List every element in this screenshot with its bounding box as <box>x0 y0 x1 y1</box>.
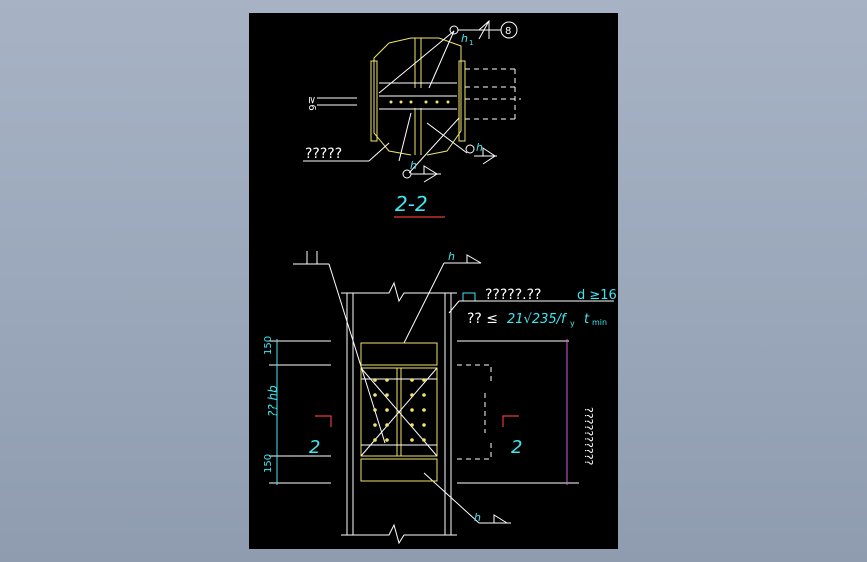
cad-drawing: 8 h 1 h h ≥6 ????? 2-2 <box>263 19 617 545</box>
note-left-text: ????? <box>305 146 342 162</box>
beam-dash-bottom <box>457 441 492 460</box>
top-plate-outline <box>388 37 462 66</box>
leader-diag-2 <box>403 262 445 344</box>
top-detail: 8 h 1 h h ≥6 ????? 2-2 <box>303 19 521 218</box>
right-vertical-text: ?????????? <box>582 407 595 466</box>
weld-diag-top <box>478 20 490 40</box>
note-left-leader <box>368 142 390 162</box>
weld-h1-top-sub: 1 <box>469 39 473 47</box>
weld-h1-elev-top: h <box>448 250 455 263</box>
weld-h1-top: h <box>461 32 468 45</box>
bolt-plate-diag-2 <box>360 367 438 457</box>
thickness-prefix: ?? ≤ <box>467 311 498 327</box>
dim-6-label: ≥6 <box>306 96 317 111</box>
weld-flag-elev-top <box>466 254 482 264</box>
weld-hf-elev-bottom: h <box>474 511 481 524</box>
weld-h1-right: h <box>476 141 483 154</box>
leader-diag-1 <box>328 263 386 444</box>
leader-1 <box>378 30 455 94</box>
weld-flag-right <box>482 147 496 165</box>
leader-3 <box>426 122 468 154</box>
dim-150-bottom: 150 <box>263 454 274 473</box>
weld-h1-bottom: h <box>410 159 417 172</box>
bolt-holes <box>373 378 426 442</box>
beam-dash-top <box>457 364 492 383</box>
weld-flag-elev-bottom <box>493 514 508 524</box>
leader-5 <box>408 117 460 174</box>
thickness-t: t <box>584 312 590 327</box>
circle-8-label: 8 <box>505 26 511 37</box>
right-plate-outline <box>426 66 462 156</box>
circle-8-marker <box>500 21 518 39</box>
thickness-formula-sub: y <box>570 319 575 328</box>
leader-2 <box>428 30 455 89</box>
section-title: 2-2 <box>395 192 428 216</box>
right-stiffener <box>458 60 466 142</box>
section-marker-right: 2 <box>511 437 522 458</box>
section-marker-left: 2 <box>309 437 320 458</box>
bolt-dots-top <box>389 100 450 104</box>
dim-150-top: 150 <box>263 336 274 355</box>
bottom-stiffener-plate <box>360 458 438 482</box>
weld-circle-top <box>449 25 459 35</box>
break-line-bottom <box>341 523 457 545</box>
section-marker-right-bracket <box>502 415 519 427</box>
bolt-diameter: d ≥16 <box>577 288 617 303</box>
weld-circle-right <box>465 144 475 154</box>
leader-4 <box>398 112 412 162</box>
break-line-top <box>341 281 457 303</box>
thickness-formula: 21√235/f <box>507 312 568 327</box>
top-stiffener-plate <box>360 342 438 366</box>
weld-flag-bottom <box>423 165 438 183</box>
note-top-box <box>462 292 476 302</box>
left-plate-outline <box>373 42 412 156</box>
bolt-plate <box>360 367 438 457</box>
note-top-leader <box>448 300 460 314</box>
bottom-elevation: h h ?????.?? d ≥16 ?? ≤ 21√235/f y t min… <box>263 250 617 545</box>
thickness-tmin: min <box>592 318 607 327</box>
dim-hb: ?? hb <box>266 385 280 417</box>
cad-drawing-canvas: 8 h 1 h h ≥6 ????? 2-2 <box>249 13 618 549</box>
section-marker-left-bracket <box>315 415 332 427</box>
note-top-text: ?????.?? <box>485 287 541 303</box>
left-stiffener <box>370 60 378 142</box>
